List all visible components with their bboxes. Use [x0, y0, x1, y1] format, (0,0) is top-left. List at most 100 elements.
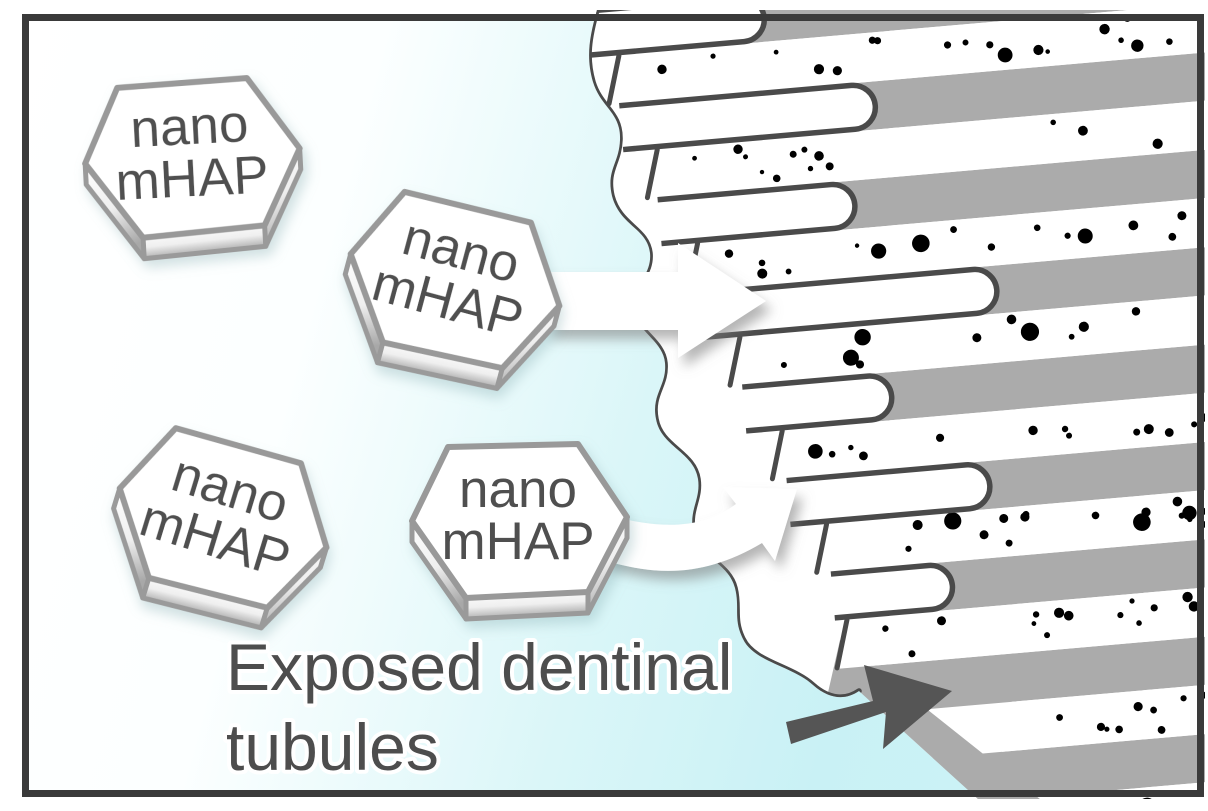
- dentin-dot: [1118, 37, 1124, 44]
- dentin-dot: [773, 49, 779, 55]
- dentin-dot: [854, 243, 860, 248]
- dentin-dot: [848, 444, 854, 451]
- dotted-stripe-tip-edge: [814, 521, 830, 575]
- dentin-dot: [1003, 48, 1010, 55]
- dentin-dot: [1152, 138, 1163, 149]
- dentin-dot: [1077, 228, 1093, 244]
- dentin-dot: [1091, 511, 1100, 520]
- dentin-dot: [1128, 220, 1139, 231]
- dentin-dot: [1063, 610, 1074, 621]
- dentin-dot: [882, 625, 889, 632]
- dentin-dot: [1006, 314, 1017, 325]
- dentin-dot: [1031, 621, 1037, 626]
- dentin-dot: [1033, 44, 1044, 56]
- dentin-dot: [832, 66, 842, 76]
- dentin-dot: [1050, 119, 1056, 126]
- dotted-stripe-tip-edge: [606, 53, 622, 107]
- hexagon-nano-mhap-1: nano mHAP: [81, 76, 305, 262]
- dotted-stripe: [772, 363, 1205, 480]
- dentin-dot: [772, 174, 781, 183]
- dentin-dot: [759, 169, 765, 175]
- dentin-dot: [808, 444, 823, 459]
- dentin-dot: [1133, 513, 1151, 531]
- dentin-stripes: [589, 10, 1205, 799]
- dentin-dot: [1133, 701, 1143, 712]
- dentin-dot: [859, 451, 868, 461]
- dentin-dot: [828, 450, 836, 458]
- dentin-dot: [743, 154, 749, 160]
- gray-stripe: [947, 412, 1205, 513]
- dentin-dot: [854, 328, 871, 346]
- dentin-dot: [1143, 424, 1154, 435]
- dentin-dot: [950, 226, 957, 233]
- dentin-structure: [589, 10, 1205, 799]
- hexagon-label-line1: nano: [459, 460, 577, 519]
- gray-stripe: [812, 122, 1205, 232]
- tubule-channel: [619, 82, 878, 153]
- tubule-channel: [830, 562, 956, 621]
- dentin-dot: [1180, 695, 1187, 702]
- dotted-stripe: [1002, 653, 1205, 752]
- pointer-arrow-icon: [786, 665, 952, 749]
- tubule-channel: [699, 266, 1000, 340]
- dentin-dot: [1202, 412, 1205, 423]
- dentin-dot: [1061, 425, 1069, 433]
- figure-frame: [22, 14, 1204, 797]
- dentin-dot: [785, 268, 792, 275]
- dentin-dot: [1115, 725, 1123, 734]
- dentin-dot: [1177, 211, 1187, 221]
- dentin-dot: [1045, 49, 1050, 54]
- dentin-dot: [1168, 232, 1177, 241]
- dentin-dot: [999, 513, 1009, 523]
- dentin-dot: [813, 64, 825, 75]
- dentin-dot: [1178, 512, 1185, 519]
- dentin-dot: [825, 162, 834, 171]
- dentin-dot: [1182, 591, 1193, 603]
- dentin-dot: [1187, 516, 1193, 523]
- dentin-dot: [1138, 797, 1156, 799]
- dentin-dot: [1164, 428, 1174, 437]
- dentin-dot: [1066, 432, 1073, 439]
- dentin-dot: [807, 165, 814, 172]
- flow-arrow-right-icon: [546, 243, 766, 358]
- dentin-dot: [1099, 23, 1110, 35]
- dentin-dot: [912, 520, 923, 531]
- dentin-dot: [987, 243, 996, 251]
- dotted-stripe-tip-edge: [644, 147, 660, 201]
- dentin-dot: [814, 151, 824, 161]
- dentin-dot: [986, 41, 994, 49]
- hexagon-nano-mhap-4: nano mHAP: [412, 444, 627, 619]
- hexagon-nano-mhap-3: nano mHAP: [91, 415, 348, 645]
- dentin-dot: [972, 333, 982, 343]
- dentin-dot: [1117, 611, 1124, 619]
- dentin-dot: [1131, 307, 1141, 316]
- dotted-stripe-tip-edge: [769, 428, 785, 482]
- gray-stripe: [910, 509, 1205, 613]
- dentin-dot: [1056, 714, 1063, 721]
- gray-stripe: [859, 605, 1205, 715]
- dentin-dot: [1078, 321, 1089, 332]
- hexagon-nano-mhap-2: nano mHAP: [325, 180, 578, 405]
- dentin-dot: [1129, 598, 1135, 604]
- dentin-dot: [1104, 726, 1110, 732]
- caption-line2: tubules: [226, 710, 439, 784]
- dentin-dot: [1133, 428, 1141, 436]
- dentin-dot: [780, 361, 787, 368]
- dentin-dot: [1096, 722, 1106, 732]
- dentin-dot: [801, 146, 808, 153]
- dentin-dot: [1141, 507, 1151, 517]
- dentin-dot: [1172, 496, 1183, 507]
- dentin-dot: [757, 268, 768, 279]
- dotted-stripe-tip-edge: [727, 334, 743, 388]
- dentin-dot: [1182, 505, 1197, 521]
- dentin-dot: [1150, 706, 1157, 714]
- dotted-stripe: [730, 267, 1205, 387]
- dentin-dot: [1136, 620, 1142, 626]
- dentin-dot: [855, 360, 865, 369]
- dentin-dot: [937, 616, 947, 626]
- dentin-dot: [871, 243, 887, 259]
- gray-stripe: [849, 316, 1205, 424]
- dotted-stripe: [687, 170, 1205, 293]
- gray-stripe: [833, 26, 1205, 133]
